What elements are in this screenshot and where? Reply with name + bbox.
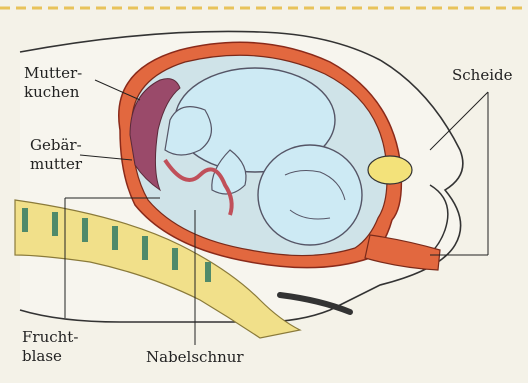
label-fruchtblase: Frucht- blase <box>22 328 78 366</box>
label-gebaermutter-line1: Gebär- <box>30 136 82 155</box>
label-gebaermutter-line2: mutter <box>30 155 82 174</box>
label-mutterkuchen-line1: Mutter- <box>24 64 82 83</box>
label-fruchtblase-line2: blase <box>22 347 78 366</box>
label-mutterkuchen: Mutter- kuchen <box>24 64 82 102</box>
label-nabelschnur: Nabelschnur <box>146 348 244 367</box>
label-scheide: Scheide <box>452 66 513 85</box>
label-fruchtblase-line1: Frucht- <box>22 328 78 347</box>
bladder <box>368 156 412 184</box>
label-mutterkuchen-line2: kuchen <box>24 83 82 102</box>
label-gebaermutter: Gebär- mutter <box>30 136 82 174</box>
